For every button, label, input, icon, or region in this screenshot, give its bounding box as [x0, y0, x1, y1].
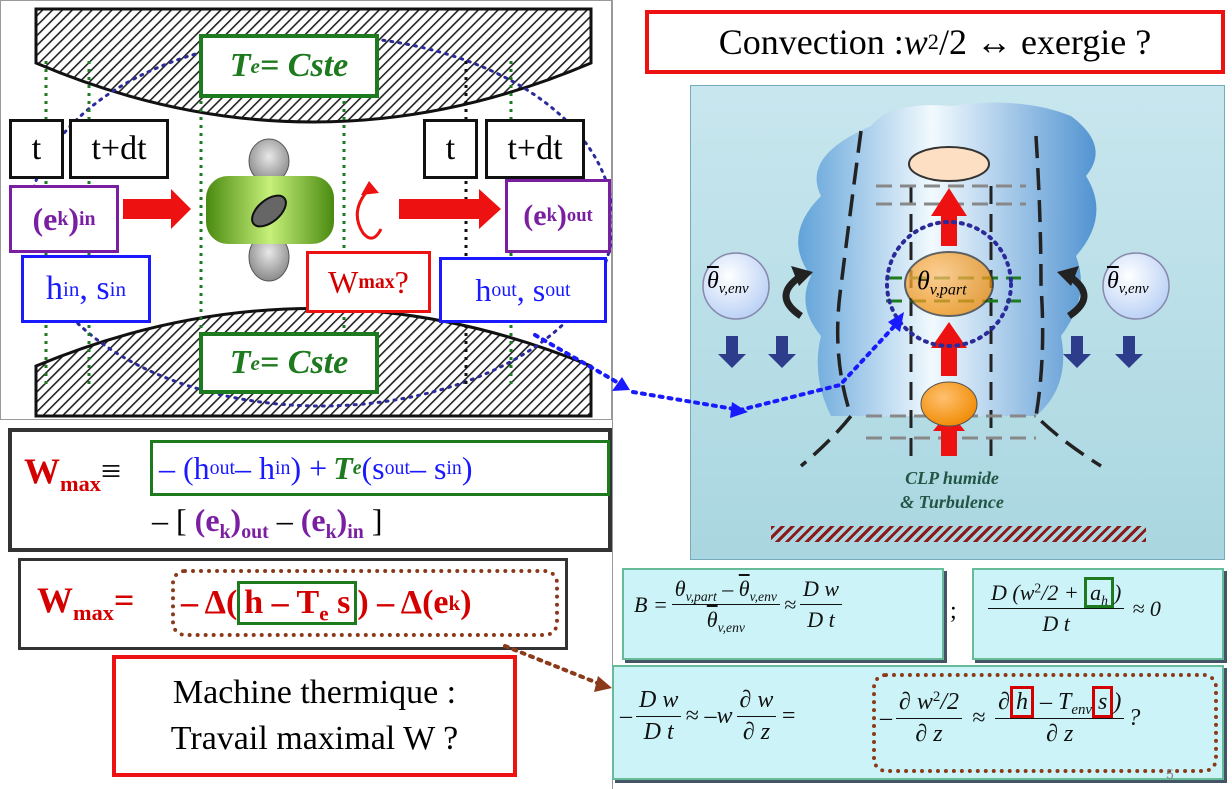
env-bubble-right [1102, 252, 1170, 320]
theta-part-label: θv,part [917, 266, 967, 299]
formula-separator: ; [950, 598, 957, 624]
eq1-line2: – [ (ek)out – (ek)in ] [152, 502, 383, 543]
inlet-arrow [123, 189, 191, 229]
top-parcel [908, 146, 990, 182]
eq2-lhs: Wmax= [37, 580, 135, 625]
time-tdt-left: t+dt [69, 119, 169, 179]
env-bubble-left [702, 252, 770, 320]
eq1-lhs: Wmax≡ [24, 451, 122, 496]
ground [771, 526, 1146, 542]
page-number: 5 [1166, 766, 1174, 782]
parcel-dotted-circle [885, 220, 1013, 348]
convection-illustration: θv,env θv,env θv,part CLP humide & Turbu… [690, 85, 1225, 560]
clp-label: CLP humide & Turbulence [900, 468, 1004, 512]
machine-line2: Travail maximal W ? [170, 720, 459, 757]
outlet-arrow [399, 189, 501, 229]
parcel-theta-part [904, 251, 994, 317]
convection-svg [702, 102, 1170, 468]
right-panel-border [612, 0, 1232, 789]
time-t-right: t [423, 119, 478, 179]
time-t-left: t [9, 119, 64, 179]
theta-env-right: θv,env [1107, 268, 1149, 298]
theta-env-left: θv,env [707, 268, 749, 298]
energy-formula-box: D (w2/2 + ah) D t ≈ 0 [972, 568, 1224, 660]
machine-line1: Machine thermique : [172, 674, 457, 711]
machine-thermique-box: Machine thermique : Travail maximal W ? [112, 655, 517, 777]
time-tdt-right: t+dt [485, 119, 585, 179]
rotation-arrow [355, 187, 383, 240]
bottom-parcel [920, 381, 978, 427]
